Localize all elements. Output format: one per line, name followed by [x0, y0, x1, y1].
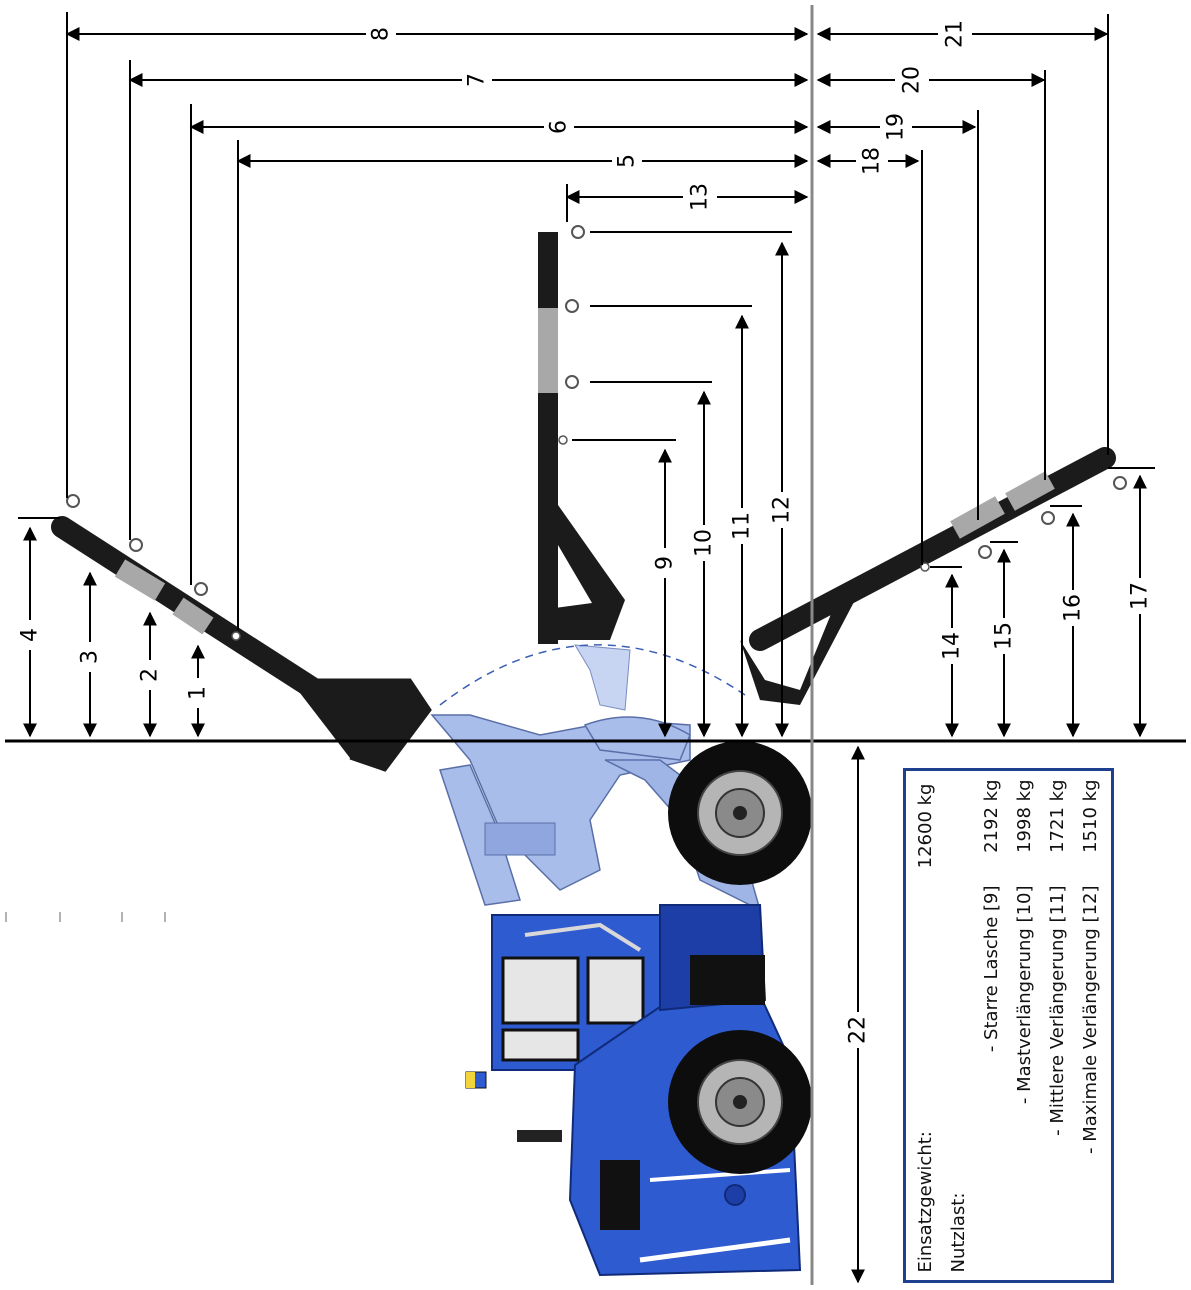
operating-weight-row: Einsatzgewicht: 12600 kg: [909, 773, 942, 1278]
payload-row-rigid: - Starre Lasche [9] 2192 kg: [975, 773, 1008, 1278]
dim-label-9: 9: [653, 556, 678, 570]
payload-row-medium: - Mittlere Verlängerung [11] 1721 kg: [1041, 773, 1074, 1278]
payload-medium-value: 1721 kg: [1046, 779, 1068, 853]
dim-label-11: 11: [730, 512, 755, 540]
faint-ticks: [5, 912, 166, 922]
payload-max-label: - Maximale Verlängerung [12]: [1079, 885, 1101, 1154]
operating-weight-value: 12600 kg: [914, 783, 936, 868]
jib-center: [538, 225, 625, 644]
rear-wheel: [668, 1030, 812, 1174]
dim-label-10: 10: [692, 529, 717, 557]
payload-row: Nutzlast:: [942, 773, 975, 1278]
payload-mast-label: - Mastverlängerung [10]: [1013, 885, 1035, 1104]
dim-label-2: 2: [138, 668, 163, 682]
dim-label-21: 21: [943, 20, 968, 48]
jib-right: [740, 447, 1127, 705]
payload-label: Nutzlast:: [947, 1192, 969, 1272]
dim-label-19: 19: [884, 113, 909, 141]
dim-label-5: 5: [615, 154, 640, 168]
payload-rigid-value: 2192 kg: [980, 779, 1002, 853]
dim-label-17: 17: [1128, 582, 1153, 610]
dim-label-8: 8: [369, 27, 394, 41]
dim-label-14: 14: [940, 632, 965, 660]
telehandler-machine: [430, 644, 812, 1277]
dim-label-7: 7: [465, 73, 490, 87]
dim-label-3: 3: [78, 650, 103, 664]
dim-label-13: 13: [688, 183, 713, 211]
dim-label-20: 20: [900, 66, 925, 94]
payload-row-mast: - Mastverlängerung [10] 1998 kg: [1008, 773, 1041, 1278]
specification-text: Einsatzgewicht: 12600 kg Nutzlast: - Sta…: [909, 773, 1109, 1278]
payload-rigid-label: - Starre Lasche [9]: [980, 885, 1002, 1052]
dim-label-6: 6: [547, 120, 572, 134]
dimension-lines: [18, 12, 1155, 1284]
operating-weight-label: Einsatzgewicht:: [914, 1130, 936, 1272]
dim-label-4: 4: [18, 628, 43, 642]
dim-label-1: 1: [186, 686, 211, 700]
payload-row-max: - Maximale Verlängerung [12] 1510 kg: [1074, 773, 1107, 1278]
dim-label-16: 16: [1061, 594, 1086, 622]
payload-max-value: 1510 kg: [1079, 779, 1101, 853]
payload-medium-label: - Mittlere Verlängerung [11]: [1046, 885, 1068, 1136]
dim-label-12: 12: [770, 496, 795, 524]
dim-label-15: 15: [992, 622, 1017, 650]
payload-mast-value: 1998 kg: [1013, 779, 1035, 853]
label-masks: [15, 22, 1155, 1048]
jib-left: [51, 494, 432, 772]
front-wheel: [668, 741, 812, 885]
specification-box: Einsatzgewicht: 12600 kg Nutzlast: - Sta…: [903, 768, 1114, 1283]
dim-label-18: 18: [860, 147, 885, 175]
dim-label-22: 22: [846, 1016, 871, 1044]
